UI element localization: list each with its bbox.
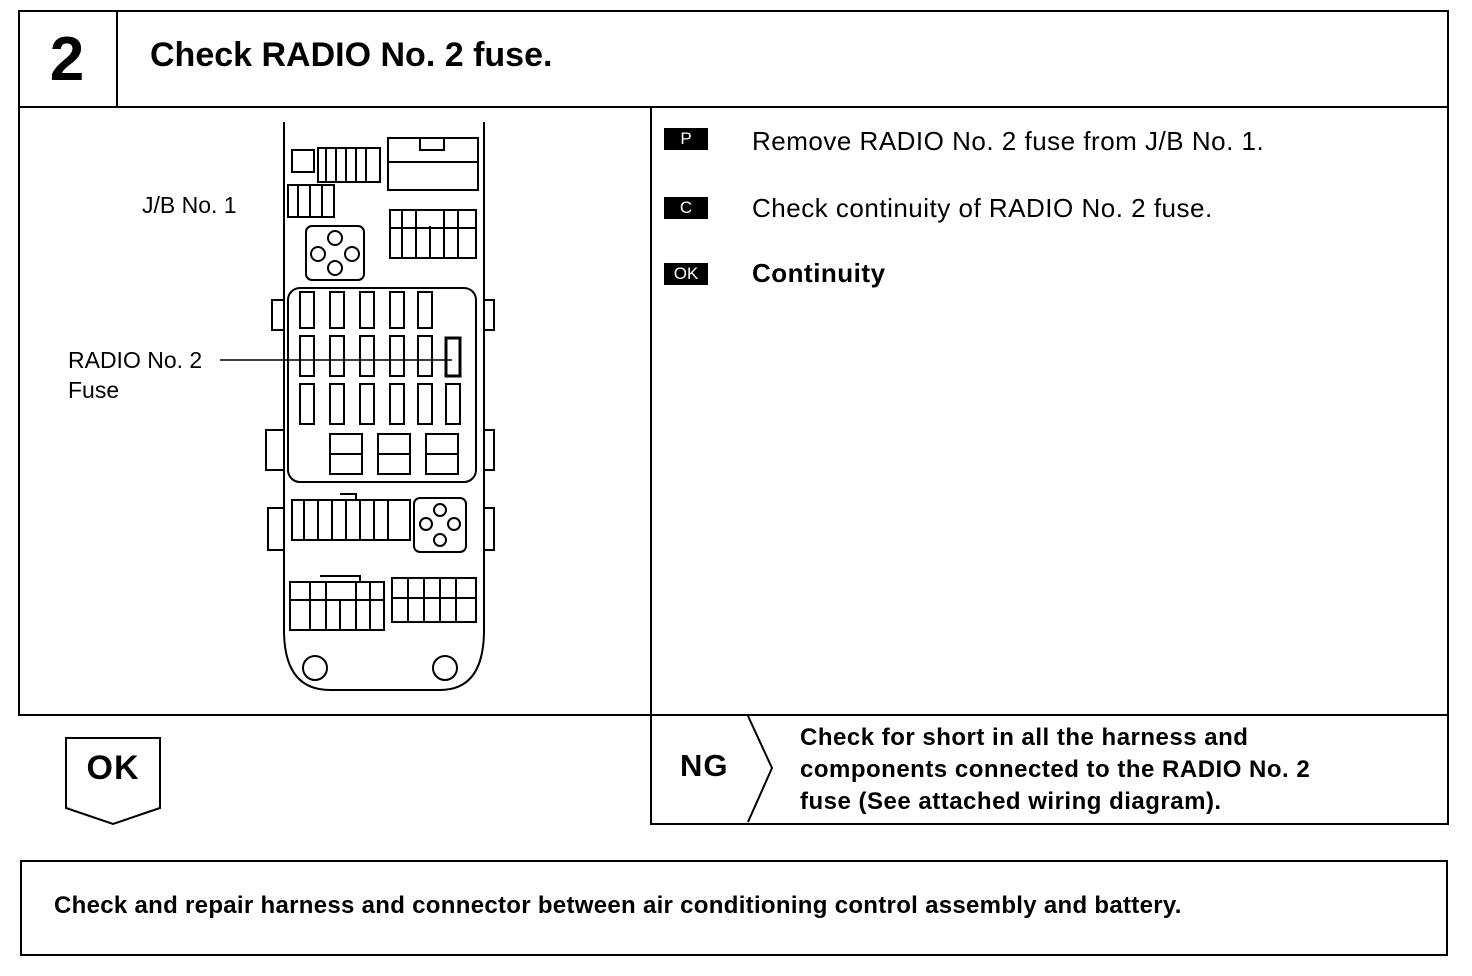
fuse-panel bbox=[287, 287, 477, 483]
jb-outline bbox=[283, 122, 485, 691]
mounting-hole-left bbox=[302, 655, 328, 681]
fuse-row-1 bbox=[299, 291, 433, 329]
connector-bottom-right bbox=[391, 577, 477, 623]
next-step-box bbox=[20, 860, 1448, 956]
radio-no2-fuse bbox=[444, 336, 462, 378]
ok-condition-tag: OK bbox=[664, 263, 708, 285]
connector-top-left bbox=[317, 147, 381, 183]
connector-small-top-left bbox=[291, 149, 315, 173]
check-instruction: Check continuity of RADIO No. 2 fuse. bbox=[752, 193, 1213, 223]
fuse-label-line2: Fuse bbox=[68, 377, 120, 403]
ok-result-label: OK bbox=[86, 748, 140, 787]
fuse-row-3 bbox=[299, 383, 461, 425]
connector-round bbox=[305, 225, 365, 281]
ng-result-box bbox=[650, 714, 1449, 825]
step-title: Check RADIO No. 2 fuse. bbox=[150, 36, 553, 74]
next-step-text: Check and repair harness and connector b… bbox=[54, 892, 1182, 919]
column-divider bbox=[650, 106, 652, 825]
connector-right-mid bbox=[389, 209, 477, 259]
step-number: 2 bbox=[49, 24, 85, 94]
step-number-cell bbox=[18, 10, 118, 108]
fuse-label-line1: RADIO No. 2 bbox=[68, 347, 203, 373]
fuse-row-2 bbox=[299, 335, 462, 378]
connector-bottom-left bbox=[289, 581, 385, 631]
check-tag: C bbox=[664, 197, 708, 219]
relay-row bbox=[329, 433, 459, 475]
fuse-label: RADIO No. 2 Fuse bbox=[68, 345, 202, 405]
ng-result-label: NG bbox=[680, 748, 729, 783]
ng-text-line3: fuse (See attached wiring diagram). bbox=[800, 788, 1222, 815]
procedure-instruction: Remove RADIO No. 2 fuse from J/B No. 1. bbox=[752, 126, 1265, 156]
connector-lower-round bbox=[413, 497, 467, 553]
mounting-hole-right bbox=[432, 655, 458, 681]
procedure-tag: P bbox=[664, 128, 708, 150]
junction-block-label: J/B No. 1 bbox=[142, 192, 237, 218]
ng-text-line1: Check for short in all the harness and bbox=[800, 724, 1249, 751]
ng-result-text: Check for short in all the harness and c… bbox=[800, 722, 1310, 818]
connector-lower-left bbox=[291, 499, 411, 541]
ok-condition-text: Continuity bbox=[752, 258, 886, 288]
connector-top-right bbox=[387, 137, 479, 191]
ng-text-line2: components connected to the RADIO No. 2 bbox=[800, 756, 1311, 783]
jb-side-tabs bbox=[265, 299, 495, 551]
